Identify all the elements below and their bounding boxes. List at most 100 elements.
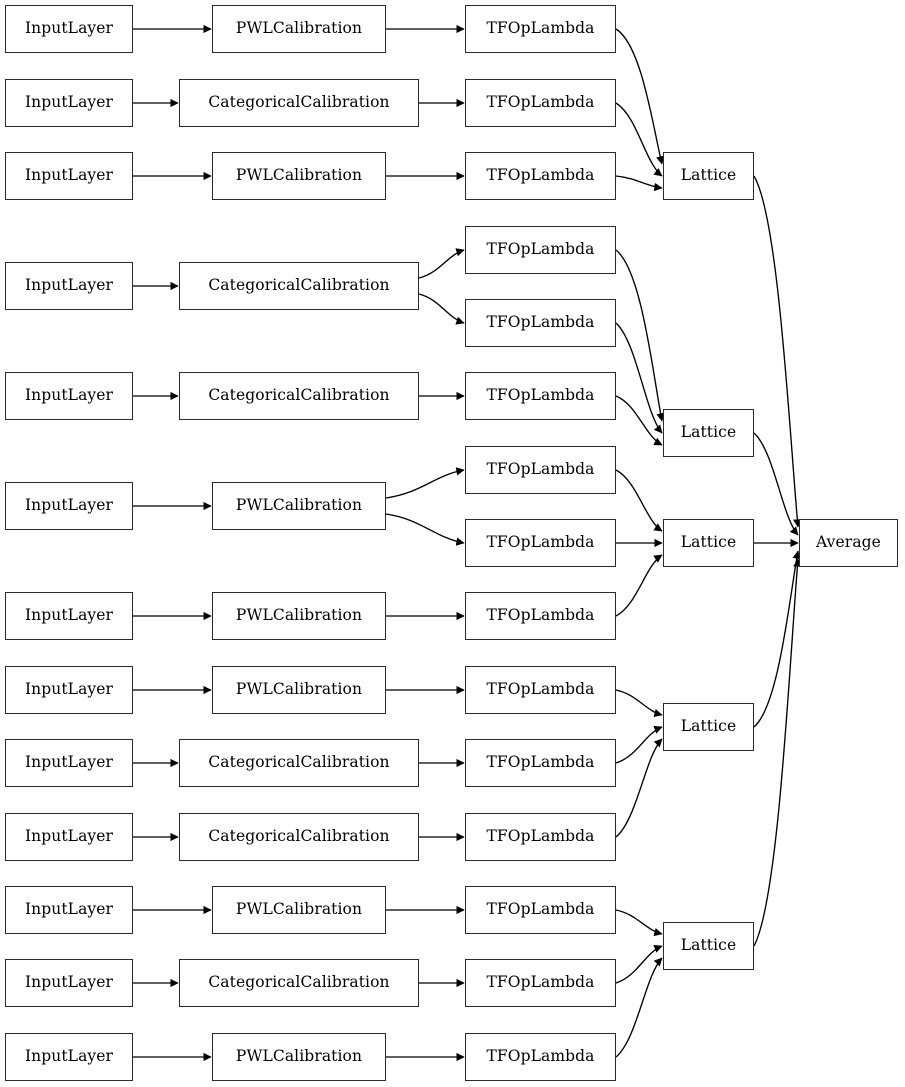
graph-node-cal6[interactable]: PWLCalibration	[212, 482, 386, 530]
graph-node-in10[interactable]: InputLayer	[5, 813, 133, 861]
graph-node-cal7[interactable]: PWLCalibration	[212, 592, 386, 640]
graph-node-label: InputLayer	[24, 606, 114, 625]
graph-node-op6[interactable]: TFOpLambda	[465, 372, 616, 420]
graph-edge-cal4-to-op4	[418, 248, 465, 279]
graph-node-label: TFOpLambda	[486, 827, 595, 846]
graph-edge-op1-to-lat1	[615, 28, 665, 165]
graph-node-in5[interactable]: InputLayer	[5, 372, 133, 420]
graph-node-label: InputLayer	[24, 276, 114, 295]
graph-node-label: PWLCalibration	[235, 606, 363, 625]
graph-node-label: InputLayer	[24, 19, 114, 38]
graph-node-cal3[interactable]: PWLCalibration	[212, 152, 386, 200]
graph-node-label: Lattice	[680, 936, 737, 955]
graph-edge-cal6-to-op8	[385, 513, 465, 546]
graph-node-avg[interactable]: Average	[799, 519, 898, 567]
graph-node-cal4[interactable]: CategoricalCalibration	[179, 262, 419, 310]
graph-node-label: InputLayer	[24, 680, 114, 699]
graph-node-cal2[interactable]: CategoricalCalibration	[179, 79, 419, 127]
graph-node-label: InputLayer	[24, 827, 114, 846]
graph-edge-op7-to-lat3	[615, 469, 663, 532]
graph-edge-op3-to-lat1	[615, 175, 663, 192]
graph-node-label: PWLCalibration	[235, 1047, 363, 1066]
graph-node-label: PWLCalibration	[235, 496, 363, 515]
graph-node-op7[interactable]: TFOpLambda	[465, 446, 616, 494]
graph-edge-cal6-to-op7	[385, 467, 465, 499]
graph-node-lat2[interactable]: Lattice	[663, 409, 754, 457]
graph-node-label: InputLayer	[24, 753, 114, 772]
graph-edge-op6-to-lat2	[615, 395, 663, 446]
graph-node-in4[interactable]: InputLayer	[5, 262, 133, 310]
graph-node-label: Lattice	[680, 166, 737, 185]
graph-node-lat3[interactable]: Lattice	[663, 519, 754, 567]
graph-node-op3[interactable]: TFOpLambda	[465, 152, 616, 200]
graph-edge-op10-to-lat4	[615, 689, 663, 718]
graph-node-cal9[interactable]: CategoricalCalibration	[179, 739, 419, 787]
graph-node-op9[interactable]: TFOpLambda	[465, 592, 616, 640]
graph-node-op8[interactable]: TFOpLambda	[465, 519, 616, 567]
graph-node-cal13[interactable]: PWLCalibration	[212, 1033, 386, 1081]
graph-node-in12[interactable]: InputLayer	[5, 959, 133, 1007]
graph-node-label: TFOpLambda	[486, 1047, 595, 1066]
graph-node-label: Lattice	[680, 717, 737, 736]
graph-node-in13[interactable]: InputLayer	[5, 1033, 133, 1081]
graph-node-in2[interactable]: InputLayer	[5, 79, 133, 127]
graph-node-label: TFOpLambda	[486, 240, 595, 259]
graph-node-label: TFOpLambda	[486, 93, 595, 112]
graph-node-in3[interactable]: InputLayer	[5, 152, 133, 200]
graph-node-label: PWLCalibration	[235, 166, 363, 185]
graph-node-op10[interactable]: TFOpLambda	[465, 666, 616, 714]
graph-node-label: TFOpLambda	[486, 900, 595, 919]
graph-node-in8[interactable]: InputLayer	[5, 666, 133, 714]
graph-edge-op12-to-lat4	[615, 738, 663, 838]
graph-node-in11[interactable]: InputLayer	[5, 886, 133, 934]
graph-node-label: Lattice	[680, 533, 737, 552]
graph-node-label: PWLCalibration	[235, 900, 363, 919]
graph-edge-op2-to-lat1	[615, 102, 663, 177]
graph-node-label: TFOpLambda	[486, 166, 595, 185]
graph-node-label: InputLayer	[24, 973, 114, 992]
graph-node-op14[interactable]: TFOpLambda	[465, 959, 616, 1007]
graph-node-label: CategoricalCalibration	[208, 973, 390, 992]
graph-node-op5[interactable]: TFOpLambda	[465, 299, 616, 347]
graph-node-op11[interactable]: TFOpLambda	[465, 739, 616, 787]
graph-node-label: CategoricalCalibration	[208, 827, 390, 846]
graph-node-op12[interactable]: TFOpLambda	[465, 813, 616, 861]
graph-node-cal8[interactable]: PWLCalibration	[212, 666, 386, 714]
graph-node-cal5[interactable]: CategoricalCalibration	[179, 372, 419, 420]
graph-node-op4[interactable]: TFOpLambda	[465, 226, 616, 274]
graph-edge-lat5-to-avg	[753, 558, 802, 947]
graph-edge-cal4-to-op5	[418, 293, 465, 325]
graph-node-label: PWLCalibration	[235, 19, 363, 38]
graph-node-op1[interactable]: TFOpLambda	[465, 5, 616, 53]
graph-node-label: TFOpLambda	[486, 386, 595, 405]
graph-node-in6[interactable]: InputLayer	[5, 482, 133, 530]
graph-node-label: InputLayer	[24, 900, 114, 919]
graph-node-label: Lattice	[680, 423, 737, 442]
graph-node-cal1[interactable]: PWLCalibration	[212, 5, 386, 53]
graph-node-op13[interactable]: TFOpLambda	[465, 886, 616, 934]
graph-node-lat4[interactable]: Lattice	[663, 703, 754, 751]
graph-edge-lat4-to-avg	[753, 550, 801, 728]
graph-node-cal10[interactable]: CategoricalCalibration	[179, 813, 419, 861]
graph-node-cal12[interactable]: CategoricalCalibration	[179, 959, 419, 1007]
graph-node-lat5[interactable]: Lattice	[663, 922, 754, 970]
graph-edge-op11-to-lat4	[615, 725, 663, 764]
graph-node-lat1[interactable]: Lattice	[663, 152, 754, 200]
graph-node-op15[interactable]: TFOpLambda	[465, 1033, 616, 1081]
graph-edge-lat1-to-avg	[753, 175, 802, 528]
graph-node-label: CategoricalCalibration	[208, 386, 390, 405]
graph-node-label: TFOpLambda	[486, 313, 595, 332]
graph-node-label: TFOpLambda	[486, 606, 595, 625]
graph-node-cal11[interactable]: PWLCalibration	[212, 886, 386, 934]
graph-node-label: TFOpLambda	[486, 973, 595, 992]
graph-node-label: InputLayer	[24, 93, 114, 112]
graph-node-op2[interactable]: TFOpLambda	[465, 79, 616, 127]
graph-node-in1[interactable]: InputLayer	[5, 5, 133, 53]
graph-node-in7[interactable]: InputLayer	[5, 592, 133, 640]
graph-edge-op9-to-lat3	[615, 554, 663, 617]
graph-node-label: TFOpLambda	[486, 753, 595, 772]
graph-edge-op4-to-lat2	[615, 249, 665, 422]
graph-node-in9[interactable]: InputLayer	[5, 739, 133, 787]
